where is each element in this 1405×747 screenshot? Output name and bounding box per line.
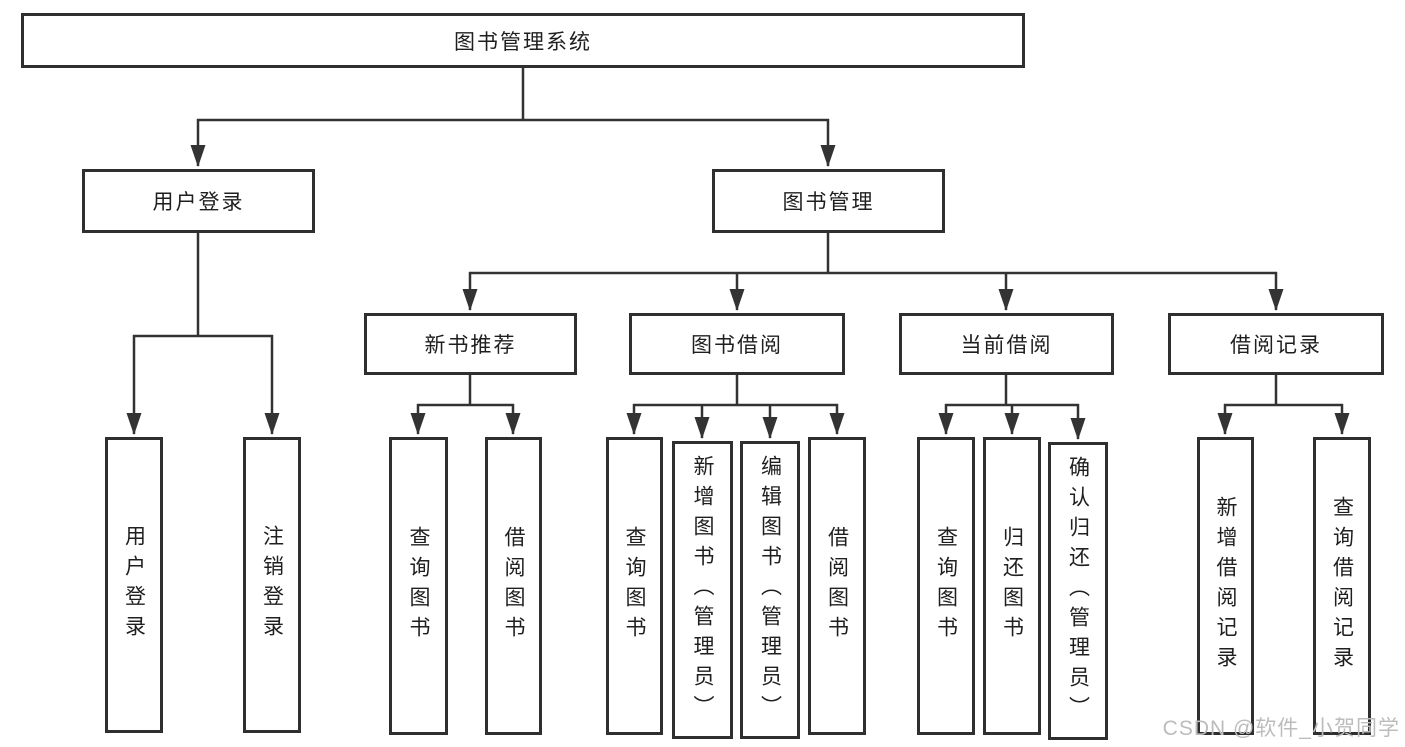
node-label: 用户登录 bbox=[152, 191, 245, 214]
node-current-borrowing: 当前借阅 bbox=[899, 313, 1114, 375]
node-label: 查询图书 bbox=[407, 526, 430, 646]
leaf-return-books: 归还图书 bbox=[983, 437, 1041, 735]
node-label: 确认归还（管理员） bbox=[1066, 456, 1090, 726]
node-label: 图书管理系统 bbox=[454, 30, 592, 54]
csdn-watermark: CSDN @软件_小贺同学 bbox=[1162, 717, 1400, 740]
node-label: 图书借阅 bbox=[691, 334, 783, 357]
leaf-logout: 注销登录 bbox=[243, 437, 301, 733]
leaf-add-books-admin: 新增图书（管理员） bbox=[672, 441, 733, 739]
leaf-add-borrow-record: 新增借阅记录 bbox=[1197, 437, 1254, 735]
node-label: 查询图书 bbox=[623, 526, 646, 646]
leaf-query-books-recommend: 查询图书 bbox=[389, 437, 448, 735]
node-label: 借阅图书 bbox=[502, 526, 525, 646]
node-label: 借阅图书 bbox=[825, 526, 849, 646]
node-label: 编辑图书（管理员） bbox=[758, 455, 782, 725]
node-borrowing-records: 借阅记录 bbox=[1168, 313, 1384, 375]
node-new-book-recommendation: 新书推荐 bbox=[364, 313, 577, 375]
node-label: 用户登录 bbox=[122, 525, 146, 645]
node-label: 新书推荐 bbox=[424, 334, 517, 357]
node-label: 新增借阅记录 bbox=[1214, 496, 1237, 676]
node-label: 借阅记录 bbox=[1230, 334, 1322, 357]
leaf-query-books-current: 查询图书 bbox=[917, 437, 975, 735]
node-label: 查询借阅记录 bbox=[1330, 496, 1354, 676]
node-label: 当前借阅 bbox=[960, 334, 1053, 357]
node-user-login: 用户登录 bbox=[82, 169, 315, 233]
leaf-user-login: 用户登录 bbox=[105, 437, 163, 733]
node-book-borrowing: 图书借阅 bbox=[629, 313, 845, 375]
node-label: 注销登录 bbox=[260, 525, 284, 645]
leaf-query-books-borrowing: 查询图书 bbox=[606, 437, 663, 735]
leaf-borrow-books-borrowing: 借阅图书 bbox=[808, 437, 866, 735]
node-library-management-system: 图书管理系统 bbox=[21, 13, 1025, 68]
node-label: 查询图书 bbox=[934, 526, 958, 646]
node-label: 归还图书 bbox=[1000, 526, 1024, 646]
leaf-confirm-return-admin: 确认归还（管理员） bbox=[1048, 442, 1108, 740]
leaf-query-borrow-record: 查询借阅记录 bbox=[1313, 437, 1371, 735]
node-label: 图书管理 bbox=[782, 191, 875, 214]
node-book-management: 图书管理 bbox=[712, 169, 945, 233]
leaf-edit-books-admin: 编辑图书（管理员） bbox=[740, 441, 800, 739]
leaf-borrow-books-recommend: 借阅图书 bbox=[485, 437, 542, 735]
node-label: 新增图书（管理员） bbox=[691, 455, 714, 725]
